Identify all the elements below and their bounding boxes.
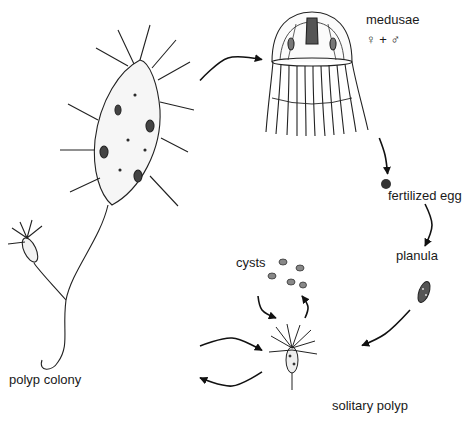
cycle-arrow bbox=[425, 204, 432, 246]
stage-name: fertilized egg bbox=[388, 188, 462, 204]
stage-label: polyp colony bbox=[5, 38, 200, 392]
medusa-drawing bbox=[266, 12, 368, 136]
stage-label: solitary polyp bbox=[262, 318, 362, 416]
stage-label: medusae ♀ + ♂ bbox=[262, 5, 432, 138]
stage-label: cysts bbox=[232, 250, 312, 296]
stage-name: solitary polyp bbox=[332, 398, 408, 414]
solitary-polyp-drawing bbox=[269, 324, 317, 390]
egg-drawing bbox=[381, 179, 391, 189]
stage-label: planula bbox=[392, 246, 452, 310]
stage-name: polyp colony bbox=[9, 372, 81, 388]
polyp-colony-drawing bbox=[8, 25, 194, 369]
cycle-arrow bbox=[258, 296, 276, 318]
stage-name: cysts bbox=[236, 255, 266, 271]
stage-name: ♀ + ♂ bbox=[366, 32, 400, 48]
cycle-arrow bbox=[200, 372, 262, 386]
planula-drawing bbox=[416, 280, 433, 304]
cycle-arrow bbox=[362, 310, 410, 345]
cycle-arrow bbox=[379, 138, 387, 174]
stage-label: fertilized egg bbox=[378, 174, 474, 204]
cycle-arrow bbox=[200, 338, 262, 350]
cycle-arrow bbox=[302, 296, 308, 318]
cycle-arrow bbox=[200, 57, 262, 81]
cyst-drawing bbox=[268, 259, 307, 288]
stage-name: planula bbox=[396, 248, 438, 264]
stage-name: medusae bbox=[366, 12, 419, 28]
